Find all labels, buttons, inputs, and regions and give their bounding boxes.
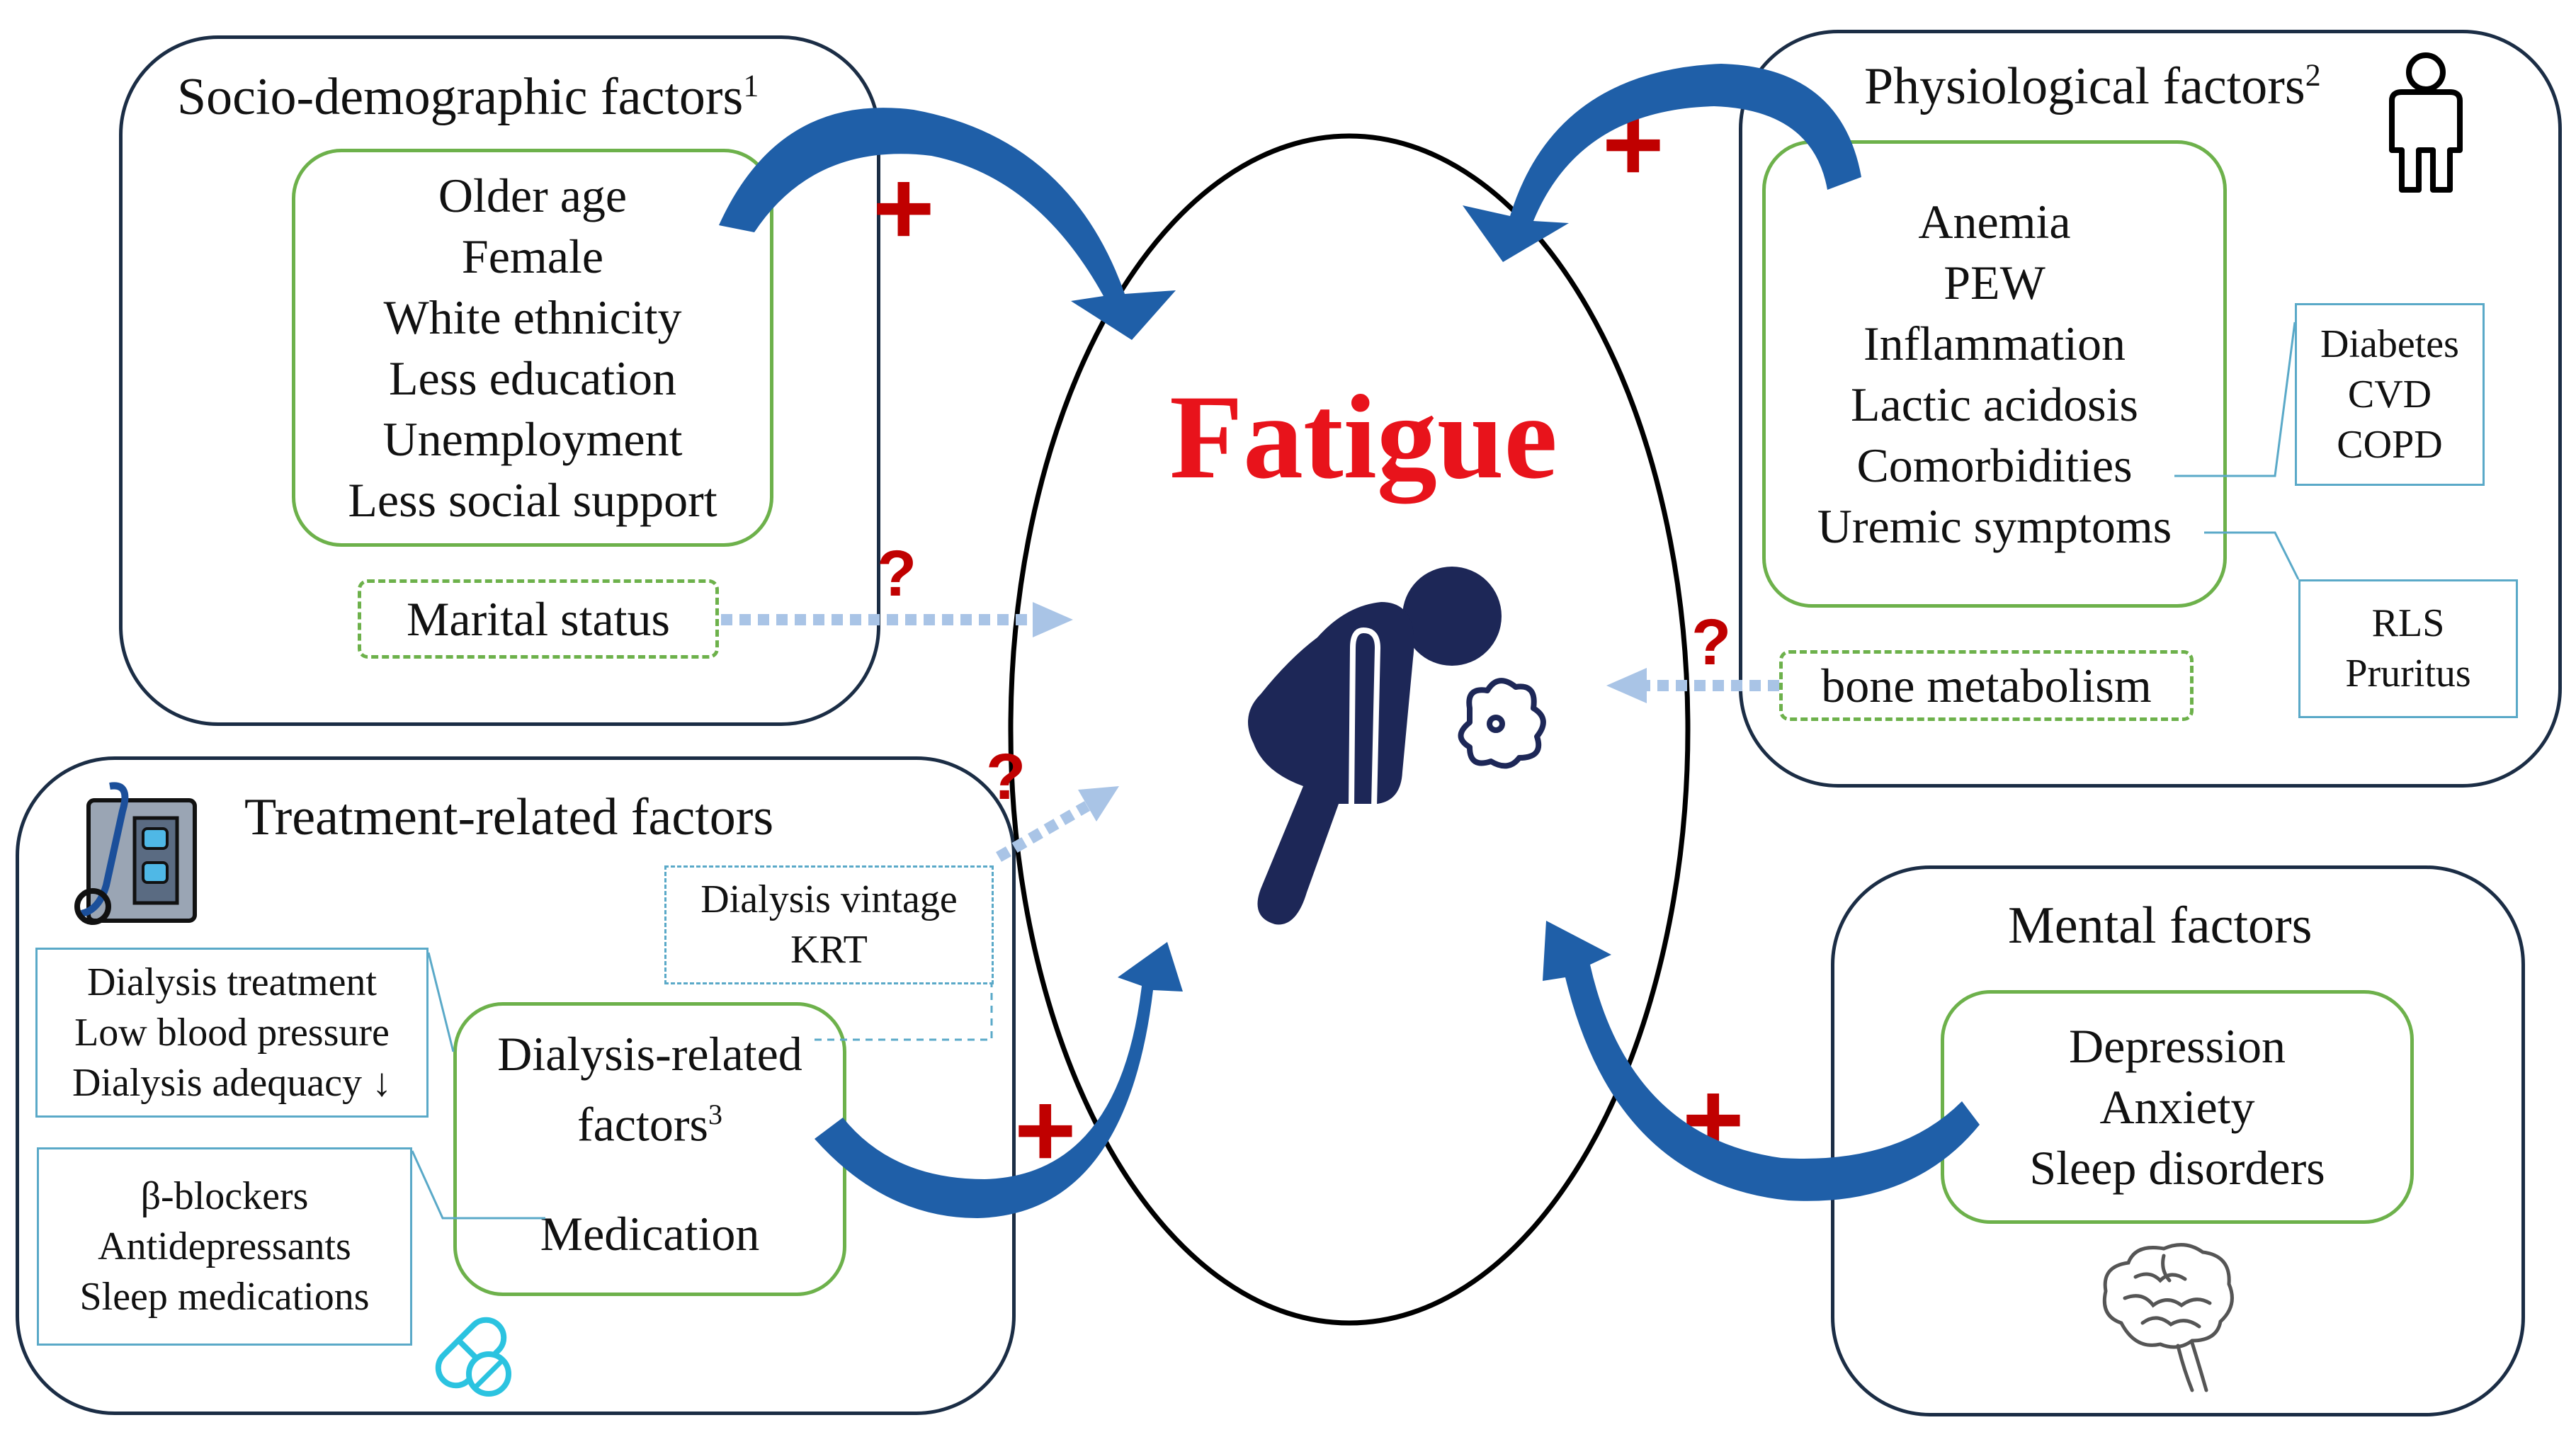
medication-note-connector xyxy=(411,1150,545,1220)
dialysis-machine-icon xyxy=(74,782,197,925)
fatigue-title: Fatigue xyxy=(1169,370,1557,504)
comorbidities-note: Diabetes CVD COPD xyxy=(2295,303,2485,486)
uremic-connector xyxy=(2204,531,2300,580)
marital-arrowhead xyxy=(1033,602,1073,637)
mental-item: Depression xyxy=(2069,1019,2286,1073)
physio-item: Inflammation xyxy=(1863,317,2126,370)
dialysis-vintage-note: Dialysis vintage KRT xyxy=(664,865,994,984)
physio-item: Anemia xyxy=(1918,195,2071,249)
dialysis-related-label: Dialysis-related xyxy=(497,1027,802,1081)
socio-factors-box: Older age Female White ethnicity Less ed… xyxy=(292,149,773,547)
mental-factors-box: Depression Anxiety Sleep disorders xyxy=(1941,990,2414,1224)
dialysis-note-connector xyxy=(427,952,455,1052)
physio-item: PEW xyxy=(1944,256,2046,309)
treatment-question-mark: ? xyxy=(986,741,1026,813)
marital-status-box: Marital status xyxy=(358,579,719,659)
brain-icon xyxy=(2102,1243,2234,1392)
physio-item: Uremic symptoms xyxy=(1817,499,2172,553)
pill-icon xyxy=(435,1317,511,1397)
socio-item: Female xyxy=(461,229,604,283)
physio-item: Comorbidities xyxy=(1856,438,2133,492)
treatment-curved-arrow xyxy=(815,942,1183,1218)
socio-group-title: Socio-demographic factors1 xyxy=(177,68,759,126)
socio-item: Unemployment xyxy=(382,412,683,466)
dialysis-treatment-note: Dialysis treatment Low blood pressure Di… xyxy=(35,948,429,1118)
uremic-symptoms-note: RLS Pruritus xyxy=(2298,579,2518,718)
mental-group-title: Mental factors xyxy=(2008,897,2313,955)
physio-group-title: Physiological factors2 xyxy=(1864,57,2321,115)
mental-curved-arrow xyxy=(1543,921,1980,1201)
socio-question-mark: ? xyxy=(877,538,917,610)
person-icon xyxy=(2389,52,2463,193)
vintage-connector xyxy=(815,984,993,1041)
socio-item: White ethnicity xyxy=(383,290,682,344)
comorbidities-connector xyxy=(2174,322,2296,477)
socio-item: Less education xyxy=(389,351,676,405)
fatigue-ellipse xyxy=(1008,133,1691,1326)
socio-demographic-group xyxy=(119,35,880,726)
socio-curved-arrow xyxy=(719,108,1176,340)
treatment-group-title: Treatment-related factors xyxy=(244,788,774,846)
bone-arrowhead xyxy=(1606,668,1647,703)
vintage-dotted-arrow xyxy=(996,801,1090,862)
medication-label: Medication xyxy=(540,1206,760,1261)
medication-note: β-blockers Antidepressants Sleep medicat… xyxy=(37,1147,412,1346)
dialysis-related-label: factors3 xyxy=(577,1097,722,1152)
person-coughing-icon xyxy=(1248,567,1546,925)
physio-question-mark: ? xyxy=(1691,606,1732,678)
physio-item: Lactic acidosis xyxy=(1851,377,2138,431)
mental-group xyxy=(1831,865,2525,1416)
vintage-arrowhead xyxy=(1078,786,1119,822)
mental-item: Anxiety xyxy=(2099,1080,2255,1134)
socio-item: Less social support xyxy=(348,473,717,527)
physio-factors-box: Anemia PEW Inflammation Lactic acidosis … xyxy=(1762,140,2227,608)
socio-item: Older age xyxy=(438,169,628,222)
physiological-group xyxy=(1739,30,2562,788)
mental-item: Sleep disorders xyxy=(2029,1141,2325,1195)
bone-metabolism-box: bone metabolism xyxy=(1779,650,2194,721)
socio-plus-sign: + xyxy=(873,148,935,267)
dialysis-related-box: Dialysis-related factors3 Medication xyxy=(453,1002,846,1296)
treatment-group xyxy=(16,756,1016,1415)
physio-curved-arrow xyxy=(1463,64,1861,262)
